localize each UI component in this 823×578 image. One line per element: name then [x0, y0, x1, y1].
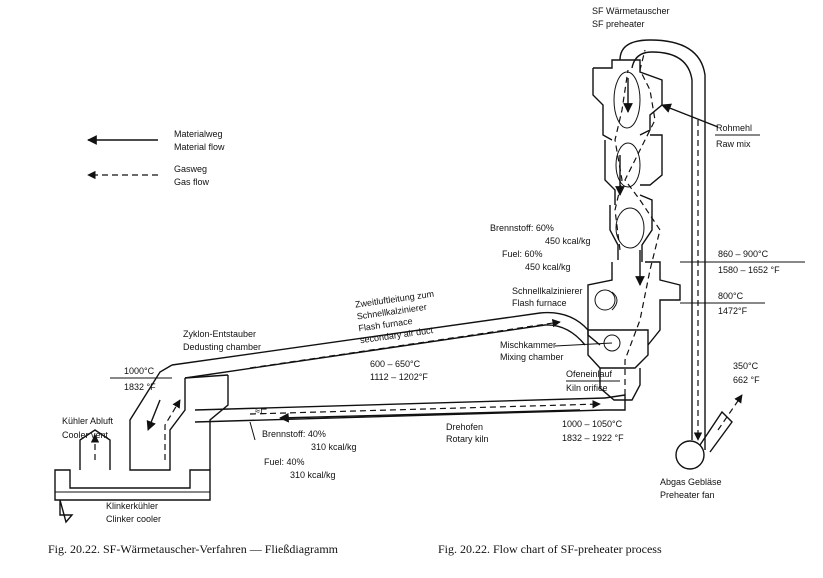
caption-english: Fig. 20.22. Flow chart of SF-preheater p… [438, 542, 662, 556]
label-preheater-de: SF Wärmetauscher [592, 6, 670, 16]
label-temp-860-c: 860 – 900°C [718, 249, 769, 259]
label-fuel-top-en: Fuel: 60% [502, 249, 543, 259]
preheater-tower [587, 39, 706, 450]
label-temp-350-c: 350°C [733, 361, 759, 371]
label-kiln-orifice-en: Kiln orifice [566, 383, 608, 393]
legend: Materialweg Material flow Gasweg Gas flo… [87, 129, 225, 187]
label-preheater-en: SF preheater [592, 19, 645, 29]
label-fuel-bottom-de: Brennstoff: 40% [262, 429, 326, 439]
label-temp-600-c: 600 – 650°C [370, 359, 421, 369]
secondary-air-duct [171, 311, 589, 379]
label-temp-860-f: 1580 – 1652 °F [718, 265, 780, 275]
label-fuel-bottom-en: Fuel: 40% [264, 457, 305, 467]
label-fuel-bottom-de-kcal: 310 kcal/kg [311, 442, 357, 452]
label-raw-mix-en: Raw mix [716, 139, 751, 149]
label-temp-800-c: 800°C [718, 291, 744, 301]
legend-material-en: Material flow [174, 142, 225, 152]
legend-gas-en: Gas flow [174, 177, 210, 187]
label-kiln-orifice-de: Ofeneinlauf [566, 369, 613, 379]
label-mixing-en: Mixing chamber [500, 352, 564, 362]
label-temp-1000-kiln-f: 1832 – 1922 °F [562, 433, 624, 443]
legend-gas-de: Gasweg [174, 164, 207, 174]
rotary-kiln: ≈⊏ [194, 394, 626, 423]
label-rotary-kiln-de: Drehofen [446, 422, 483, 432]
label-rotary-kiln-en: Rotary kiln [446, 434, 489, 444]
label-flash-furnace-de: Schnellkalzinierer [512, 286, 583, 296]
label-fuel-top-de: Brennstoff: 60% [490, 223, 554, 233]
preheater-fan [675, 120, 743, 470]
label-clinker-cooler-en: Clinker cooler [106, 514, 161, 524]
clinker-cooler [54, 469, 211, 524]
label-dedusting-de: Zyklon-Entstauber [183, 329, 256, 339]
label-flash-furnace-en: Flash furnace [512, 298, 567, 308]
label-dedusting-en: Dedusting chamber [183, 342, 261, 352]
label-temp-350-f: 662 °F [733, 375, 760, 385]
caption-german: Fig. 20.22. SF-Wärmetauscher-Verfahren —… [48, 542, 339, 556]
label-preheater-fan-de: Abgas Gebläse [660, 477, 722, 487]
label-fuel-top-de-kcal: 450 kcal/kg [545, 236, 591, 246]
raw-mix-feed [661, 103, 719, 128]
label-temp-1000-kiln-c: 1000 – 1050°C [562, 419, 623, 429]
label-temp-1000-left-f: 1832 °F [124, 382, 156, 392]
label-temp-600-f: 1112 – 1202°F [370, 372, 428, 382]
label-preheater-fan-en: Preheater fan [660, 490, 715, 500]
label-temp-1000-left-c: 1000°C [124, 366, 155, 376]
burner-symbol: ≈⊏ [255, 406, 267, 416]
legend-material-de: Materialweg [174, 129, 223, 139]
label-fuel-top-en-kcal: 450 kcal/kg [525, 262, 571, 272]
label-clinker-cooler-de: Klinkerkühler [106, 501, 158, 511]
label-fuel-bottom-en-kcal: 310 kcal/kg [290, 470, 336, 480]
dedusting-chamber [79, 364, 229, 471]
label-cooler-vent-de: Kühler Abluft [62, 416, 114, 426]
label-raw-mix-de: Rohmehl [716, 123, 752, 133]
label-mixing-de: Mischkammer [500, 340, 556, 350]
label-temp-800-f: 1472°F [718, 306, 748, 316]
label-cooler-vent-en: Cooler vent [62, 430, 109, 440]
